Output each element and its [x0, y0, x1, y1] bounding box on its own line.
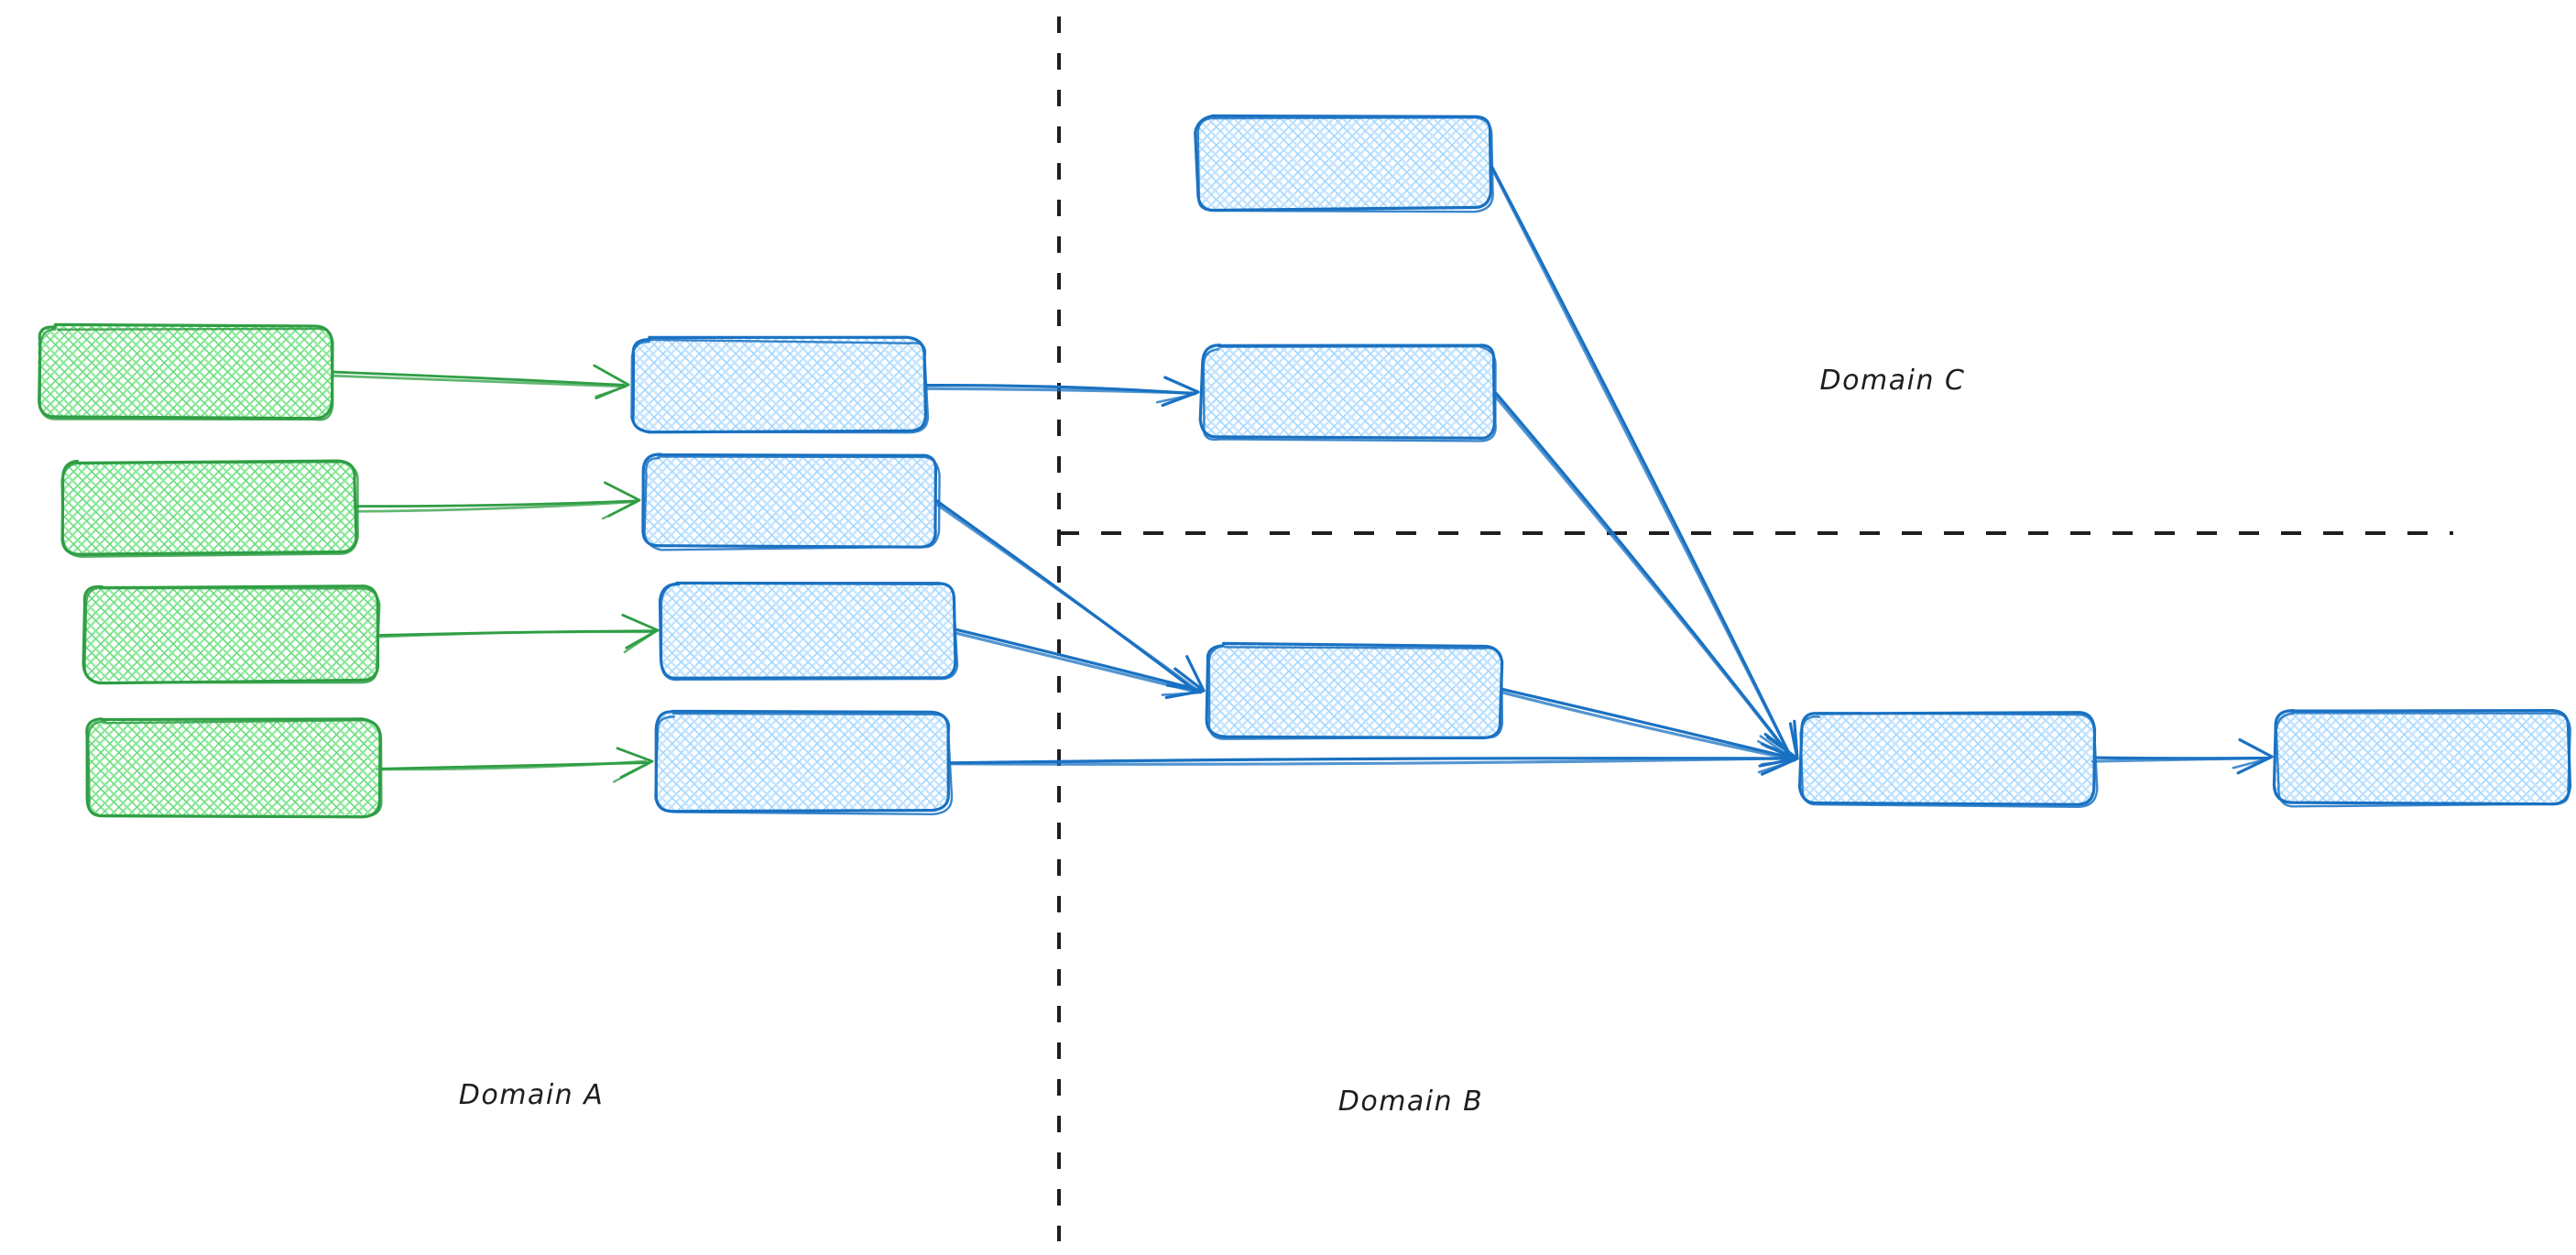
node-outline-2: [660, 581, 959, 682]
node-fill-hatch-b: [660, 582, 955, 679]
domain-labels-layer: Domain A Domain B Domain C: [459, 365, 1966, 1118]
edge-line: [922, 387, 1196, 395]
node-fill-hatch-b: [38, 325, 333, 420]
edge-arrowhead-barb: [1161, 691, 1203, 696]
edge-arrowhead: [621, 614, 660, 649]
node-blue-a4[interactable]: [654, 709, 954, 816]
node-green-4[interactable]: [85, 717, 383, 819]
domain-label-domain-a: Domain A: [459, 1079, 604, 1111]
node-fill-hatch-b: [632, 337, 926, 431]
edge-line: [377, 759, 648, 771]
node-fill-hatch-b: [2275, 710, 2569, 803]
edges-layer: [331, 162, 2274, 783]
node-outline-2: [1799, 712, 2099, 809]
node-outline-2: [643, 455, 941, 551]
node-outline-1: [1198, 344, 1496, 440]
edge-line: [1500, 687, 1793, 759]
node-blue-c2[interactable]: [2272, 709, 2572, 808]
node-blue-b3[interactable]: [1205, 641, 1504, 740]
edge-arrowhead: [593, 364, 630, 399]
edge-line: [934, 502, 1200, 693]
domain-label-domain-b: Domain B: [1338, 1086, 1484, 1118]
edge-edge-blueb2-bluec1: [1492, 392, 1799, 762]
node-blue-a1[interactable]: [630, 335, 930, 434]
edge-line: [1490, 165, 1795, 762]
edge-line: [1492, 394, 1795, 761]
node-outline-2: [60, 461, 359, 558]
edge-line: [2090, 756, 2268, 763]
edge-arrowhead: [1161, 376, 1200, 408]
edge-edge-green4-bluea4: [376, 747, 654, 783]
edge-arrowhead-barb: [1155, 392, 1197, 404]
node-green-1[interactable]: [38, 322, 334, 421]
edge-edge-green2-bluea2: [353, 481, 641, 520]
node-fill-hatch-b: [85, 719, 379, 816]
edge-line: [331, 374, 627, 388]
node-fill-hatch-b: [656, 712, 949, 811]
edge-line: [946, 757, 1793, 765]
node-green-2[interactable]: [60, 459, 359, 558]
node-fill-hatch-b: [1201, 345, 1496, 439]
edge-line: [355, 500, 634, 513]
edge-line: [953, 628, 1198, 692]
node-blue-c1[interactable]: [1797, 711, 2099, 809]
edge-arrowhead-barb: [623, 630, 657, 654]
edge-line: [332, 370, 625, 387]
edge-arrowhead-barb: [2232, 757, 2271, 769]
edge-line: [375, 630, 656, 638]
edge-edge-bluea4-bluec1: [946, 742, 1799, 776]
edge-arrowhead-barb: [1760, 758, 1796, 766]
edge-edge-green3-bluea3: [375, 614, 660, 654]
edge-edge-bluec1-bluec2: [2090, 737, 2274, 775]
edge-arrowhead: [604, 481, 641, 518]
edge-arrowhead: [2236, 737, 2274, 775]
node-outline-2: [630, 338, 930, 434]
node-blue-a3[interactable]: [658, 581, 959, 682]
node-blue-a2[interactable]: [641, 453, 941, 551]
node-fill-hatch-b: [1195, 115, 1490, 210]
edge-line: [947, 757, 1796, 766]
node-blue-b1[interactable]: [1194, 114, 1494, 213]
node-outline-2: [1207, 644, 1504, 740]
edge-line: [954, 631, 1199, 693]
node-fill-hatch-b: [60, 461, 355, 554]
edge-arrowhead-barb: [595, 385, 628, 398]
node-green-3[interactable]: [82, 584, 381, 685]
node-outline-2: [87, 719, 383, 818]
node-fill-hatch-b: [83, 585, 378, 682]
edge-line: [1499, 691, 1794, 761]
edge-arrowhead-barb: [1757, 758, 1796, 774]
node-outline-2: [1196, 116, 1494, 213]
node-fill-hatch-b: [1206, 643, 1501, 737]
node-outline-2: [654, 712, 954, 816]
edge-edge-bluea3-blueb3: [953, 628, 1206, 700]
node-outline-2: [2275, 712, 2571, 808]
nodes-layer: [38, 114, 2572, 819]
node-outline-2: [1202, 344, 1497, 442]
domain-label-domain-c: Domain C: [1820, 365, 1966, 397]
edge-line: [353, 499, 638, 508]
node-fill-hatch-b: [642, 453, 937, 548]
node-outline-2: [38, 327, 334, 421]
edge-arrowhead: [1164, 667, 1206, 700]
node-fill-hatch-b: [1801, 713, 2095, 805]
edge-arrowhead-barb: [612, 761, 651, 783]
edge-edge-bluea2-blueb3: [933, 498, 1206, 694]
edge-edge-bluea1-blueb2: [922, 376, 1200, 408]
edge-edge-blueb1-bluec1: [1489, 162, 1799, 762]
node-blue-b2[interactable]: [1198, 344, 1497, 442]
node-outline-2: [83, 586, 381, 684]
edge-arrowhead-barb: [601, 500, 639, 520]
edge-edge-green1-bluea1: [331, 364, 630, 399]
edge-edge-blueb3-bluec1: [1499, 687, 1799, 768]
